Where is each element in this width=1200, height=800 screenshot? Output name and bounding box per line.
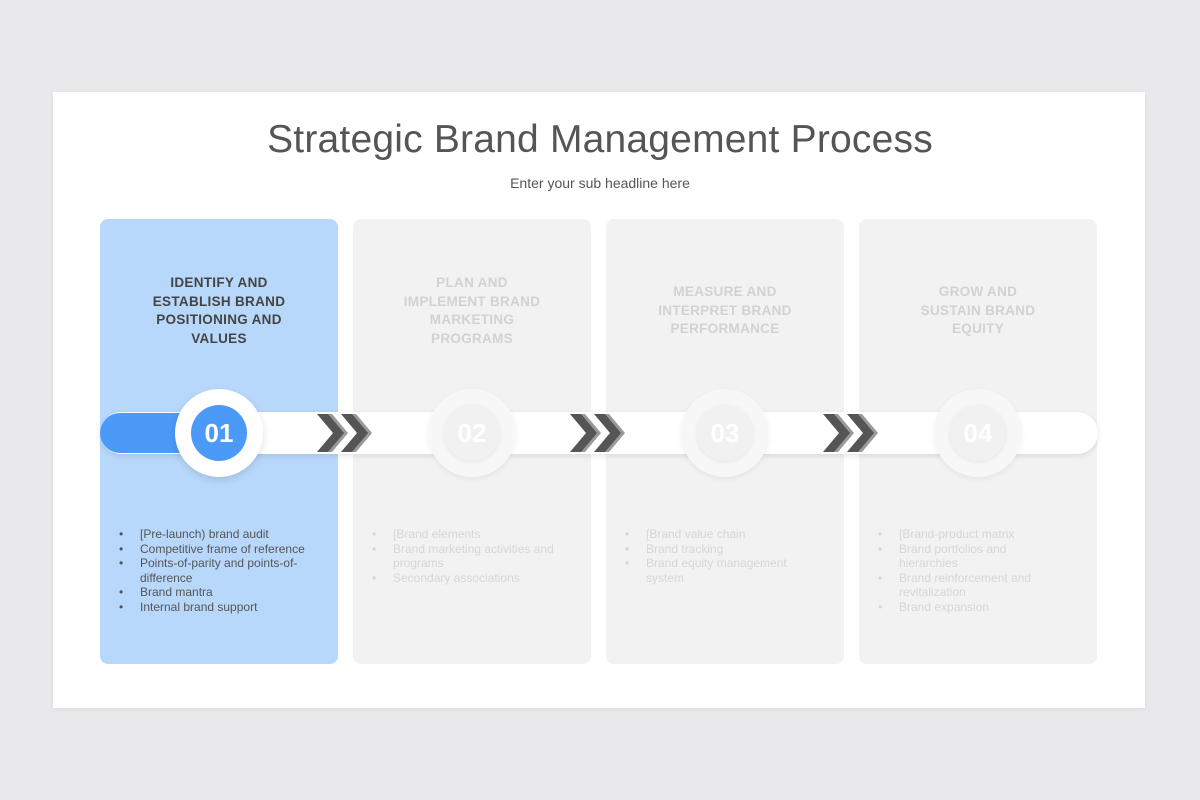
double-chevron-right-icon <box>570 414 625 452</box>
step-heading: IDENTIFY AND ESTABLISH BRAND POSITIONING A… <box>100 274 338 348</box>
step-bullet-line: difference <box>140 570 193 585</box>
step-number: 02 <box>444 405 500 461</box>
step-bullet-line: Brand portfolios and <box>899 541 1007 556</box>
step-bullet-line: [Brand value chain <box>646 527 746 541</box>
step-heading-line: IMPLEMENT BRAND <box>403 293 541 309</box>
step-bullet-line: Brand equity management <box>646 556 787 571</box>
step-heading-line: SUSTAIN BRAND <box>920 302 1036 318</box>
step-bullet-list: [Pre-launch) brand auditCompetitive fram… <box>119 527 320 615</box>
step-bullet-list: [Brand value chainBrand trackingBrand eq… <box>625 527 826 585</box>
step-bullet-item: Points-of-parity and points-of-differenc… <box>119 556 320 585</box>
chevron-shape <box>594 414 621 452</box>
step-bullet-line: revitalization <box>899 585 966 600</box>
step-heading: PLAN AND IMPLEMENT BRAND MARKETING PROGRAMS <box>353 274 591 348</box>
step-heading-line: PERFORMANCE <box>670 321 780 336</box>
step-node-03: 03 <box>681 389 769 477</box>
step-bullet-line: Brand tracking <box>646 541 724 556</box>
chevron-shape <box>823 414 850 452</box>
step-node-01: 01 <box>175 389 263 477</box>
step-bullet-line: Brand marketing activities and <box>393 541 554 556</box>
step-bullet-item: [Brand elements <box>372 527 573 542</box>
step-bullet-line: Secondary associations <box>393 570 520 585</box>
step-bullet-line: Points-of-parity and points-of- <box>140 556 298 571</box>
step-heading-line: MARKETING <box>429 312 515 327</box>
step-number: 01 <box>191 405 247 461</box>
page-subtitle: Enter your sub headline here <box>510 175 690 191</box>
step-heading-line: GROW AND <box>938 284 1018 299</box>
step-bullet-item: [Brand value chain <box>625 527 826 542</box>
chevron-shape <box>570 414 597 452</box>
step-heading-line: ESTABLISH BRAND <box>152 293 286 309</box>
step-bullet-list: [Brand-product matrixBrand portfolios an… <box>878 527 1079 615</box>
step-heading-line: MEASURE AND <box>673 284 777 299</box>
step-bullet-item: Secondary associations <box>372 570 573 586</box>
step-bullet-item: Brand expansion <box>878 599 1079 615</box>
chevron-shape <box>341 414 368 452</box>
step-bullet-item: [Pre-launch) brand audit <box>119 527 320 542</box>
step-bullet-line: programs <box>393 556 444 571</box>
step-bullet-line: Competitive frame of reference <box>140 541 305 556</box>
step-bullet-item: [Brand-product matrix <box>878 527 1079 542</box>
step-bullet-line: hierarchies <box>899 556 958 571</box>
step-bullet-item: Internal brand support <box>119 599 320 615</box>
step-heading-line: EQUITY <box>951 321 1005 336</box>
chevron-shape <box>317 414 344 452</box>
step-bullet-line: Brand expansion <box>899 599 990 614</box>
step-heading-line: INTERPRET BRAND <box>658 302 792 318</box>
step-node-04: 04 <box>934 389 1022 477</box>
step-heading: MEASURE AND INTERPRET BRAND PERFORMANCE <box>606 283 844 339</box>
step-bullet-line: [Pre-launch) brand audit <box>140 527 269 541</box>
step-bullet-item: Brand tracking <box>625 541 826 557</box>
step-heading-line: IDENTIFY AND <box>170 275 268 290</box>
step-heading-line: PROGRAMS <box>431 330 513 346</box>
step-bullet-item: Brand mantra <box>119 585 320 600</box>
step-bullet-line: [Brand-product matrix <box>899 527 1015 541</box>
step-bullet-line: [Brand elements <box>393 527 481 541</box>
step-bullet-line: Brand mantra <box>140 585 213 600</box>
step-number: 03 <box>697 405 753 461</box>
step-bullet-item: Competitive frame of reference <box>119 541 320 557</box>
step-bullet-line: system <box>646 570 685 585</box>
step-bullet-list: [Brand elementsBrand marketing activitie… <box>372 527 573 586</box>
double-chevron-right-icon <box>317 414 372 452</box>
chevron-shape <box>847 414 874 452</box>
step-heading-line: PLAN AND <box>436 275 508 290</box>
step-bullet-line: Brand reinforcement and <box>899 570 1032 585</box>
step-node-02: 02 <box>428 389 516 477</box>
step-heading: GROW AND SUSTAIN BRAND EQUITY <box>859 283 1097 339</box>
step-heading-line: POSITIONING AND <box>156 312 282 327</box>
double-chevron-right-icon <box>823 414 878 452</box>
page-title: Strategic Brand Management Process <box>267 118 933 161</box>
step-number: 04 <box>950 405 1006 461</box>
step-bullet-line: Internal brand support <box>140 599 258 614</box>
step-heading-line: VALUES <box>191 330 247 346</box>
